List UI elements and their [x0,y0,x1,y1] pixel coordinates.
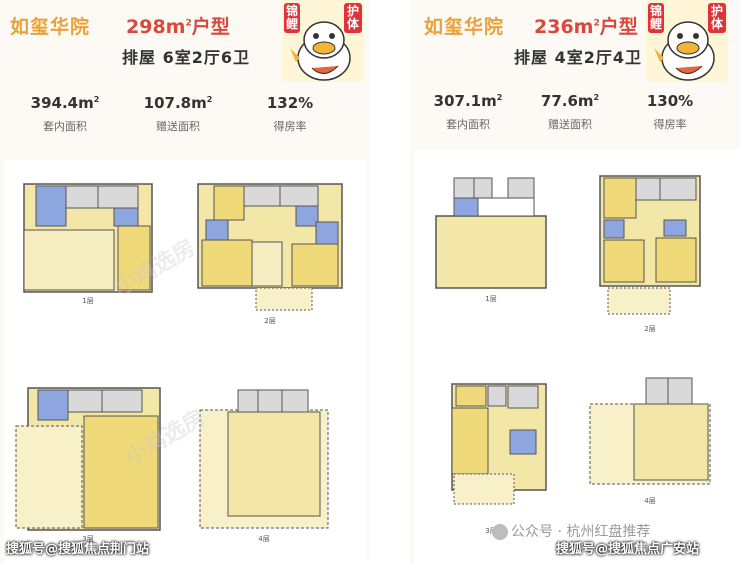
area-title: 236m2户型 [534,16,638,38]
floor-label: 3层 [82,535,94,543]
badge-tag-left: 锦鲤 [284,3,300,33]
left-panel: 如玺华院 298m2户型 排屋 6室2厅6卫 锦鲤 护体 394.4m2 套内面… [10,0,364,543]
duck-mascot-icon [290,21,351,81]
floorplan-3f: 3层 [432,374,550,535]
project-name: 如玺华院 [424,16,505,38]
wechat-icon [492,524,508,540]
layout-label: 排屋 6室2厅6卫 [122,48,250,67]
badge-tag-left: 锦鲤 [648,3,664,33]
floor-label: 2层 [264,317,276,325]
floor-label: 4层 [258,535,270,543]
stat-efficiency: 130% 得房率 [646,92,694,131]
area-title: 298m2户型 [126,16,230,38]
stat-bonus-area: 77.6m2 赠送面积 [540,92,600,131]
badge-tag-right: 护体 [708,3,726,33]
floor-label: 1层 [82,297,94,305]
floorplan-2f: 2层 [196,182,344,325]
floorplan-2f: 2层 [594,172,706,333]
floor-label: 2层 [644,325,656,333]
mascot-badge: 锦鲤 护体 [646,0,728,82]
floorplan-1f: 1层 [432,172,550,303]
project-name: 如玺华院 [10,16,91,38]
floorplan-4f: 4层 [198,386,330,543]
floorplan-3f: 3层 [14,386,162,543]
stat-interior-area: 307.1m2 套内面积 [433,92,503,131]
duck-mascot-icon [654,21,715,81]
footer-watermark-right: 搜狐号@搜狐焦点广安站 [556,542,700,557]
stat-interior-area: 394.4m2 套内面积 [30,94,100,133]
floor-label: 3层 [485,527,497,535]
stat-bonus-area: 107.8m2 赠送面积 [143,94,213,133]
floorplan-1f: 1层 [22,182,154,305]
wechat-account: 公众号 · 杭州红盘推荐 [492,521,650,541]
right-panel: 如玺华院 236m2户型 排屋 4室2厅4卫 锦鲤 护体 307.1m2 套内面… [410,0,740,563]
floorplan-4f: 4层 [586,374,714,505]
footer-watermark-left: 搜狐号@搜狐焦点荆门站 [6,542,150,557]
mascot-badge: 锦鲤 护体 [282,0,364,82]
badge-tag-right: 护体 [344,3,362,33]
floor-label: 4层 [644,497,656,505]
layout-label: 排屋 4室2厅4卫 [514,48,642,67]
floor-label: 1层 [485,295,497,303]
stat-efficiency: 132% 得房率 [266,94,314,133]
